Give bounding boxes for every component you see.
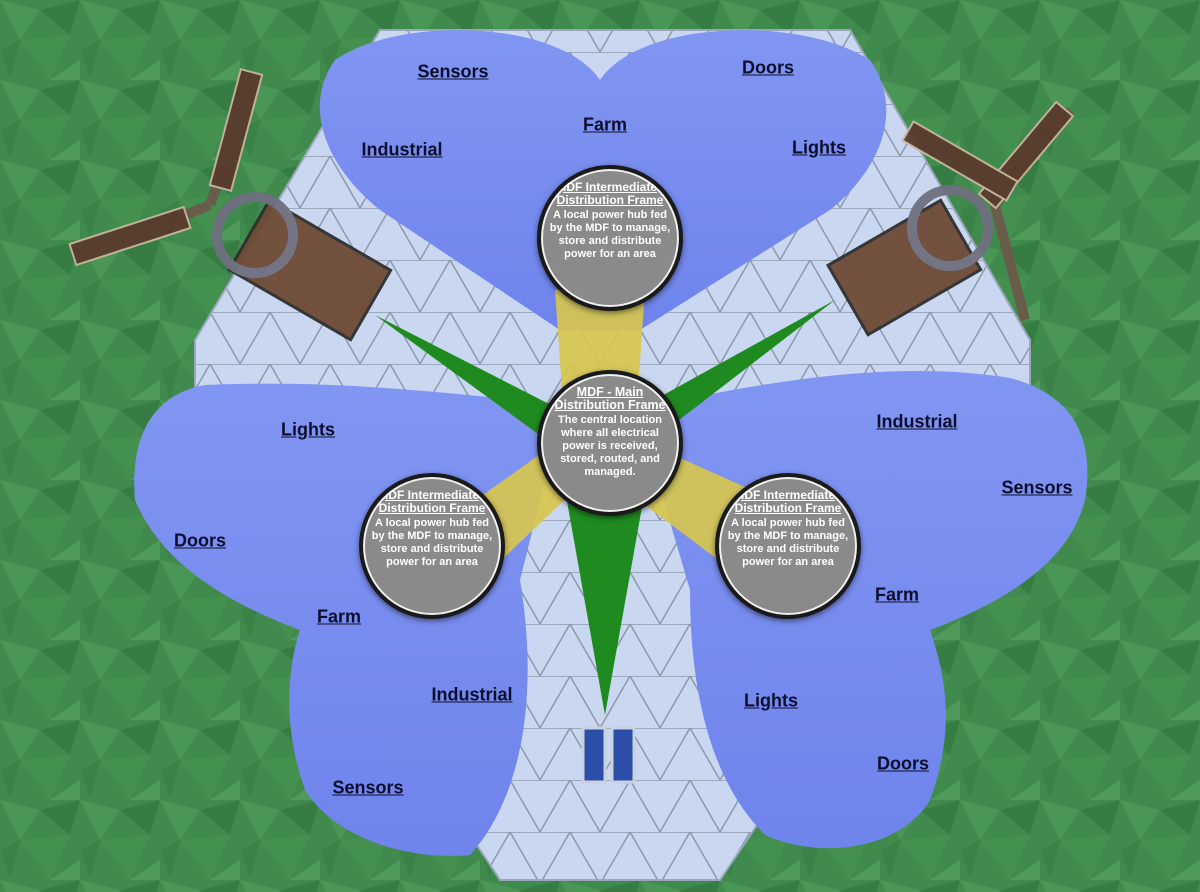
zone-top-label-industrial: Industrial: [361, 139, 443, 160]
zone-left-label-sensors: Sensors: [332, 777, 404, 798]
mdf-node-center: MDF - Main Distribution Frame The centra…: [537, 370, 683, 516]
zone-right-label-farm: Farm: [874, 584, 920, 605]
zone-right-label-doors: Doors: [876, 753, 930, 774]
idf-node-left: IDF Intermediate Distribution Frame A lo…: [359, 473, 505, 619]
idf-node-top: IDF Intermediate Distribution Frame A lo…: [537, 165, 683, 311]
feed-primary-bottom: [565, 490, 645, 715]
windmill-left: [68, 67, 393, 342]
zone-top-label-sensors: Sensors: [417, 61, 489, 82]
zone-top-label-doors: Doors: [741, 57, 795, 78]
idf-node-top-description: A local power hub fed by the MDF to mana…: [549, 209, 671, 260]
idf-node-right: IDF Intermediate Distribution Frame A lo…: [715, 473, 861, 619]
idf-node-left-title: IDF Intermediate Distribution Frame: [378, 488, 486, 515]
zone-right-label-sensors: Sensors: [1001, 477, 1073, 498]
zone-left-label-farm: Farm: [316, 606, 362, 627]
idf-node-top-title: IDF Intermediate Distribution Frame: [556, 180, 664, 207]
zone-top-label-farm: Farm: [582, 114, 628, 135]
windmill-right: [825, 100, 1075, 337]
feed-mdf-to-idf-top: [555, 290, 645, 390]
idf-node-right-title: IDF Intermediate Distribution Frame: [734, 488, 842, 515]
zone-right-label-lights: Lights: [744, 690, 798, 711]
zone-top-label-lights: Lights: [792, 137, 846, 158]
zone-left-label-doors: Doors: [173, 530, 227, 551]
zone-left-label-industrial: Industrial: [431, 684, 513, 705]
zone-left-label-lights: Lights: [281, 419, 335, 440]
mdf-node-description: The central location where all electrica…: [558, 414, 662, 478]
zone-right-label-industrial: Industrial: [876, 411, 958, 432]
idf-node-left-description: A local power hub fed by the MDF to mana…: [371, 517, 493, 568]
idf-node-right-description: A local power hub fed by the MDF to mana…: [727, 517, 849, 568]
mdf-node-title: MDF - Main Distribution Frame: [554, 385, 666, 412]
entrance-doors: [581, 726, 636, 784]
